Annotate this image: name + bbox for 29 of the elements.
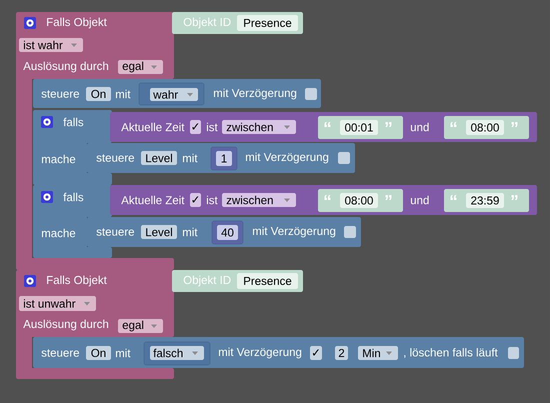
text-field: Presence: [237, 15, 298, 31]
node-label: mit: [182, 154, 198, 162]
checkbox-checked: ✓: [310, 346, 322, 360]
number-block: 40: [212, 220, 244, 244]
node-label: mit Verzögerung: [252, 226, 336, 238]
number-field: 2: [335, 346, 348, 360]
text-field: 23:59: [466, 193, 504, 208]
state-field: On: [86, 346, 111, 360]
checkbox-checked: ✓: [190, 120, 201, 134]
node-label: mit: [182, 228, 198, 236]
text-field: Presence: [237, 273, 298, 289]
value-dropdown: wahr: [138, 82, 204, 106]
dropdown-field: egal: [118, 60, 163, 74]
dropdown-field: zwischen: [222, 193, 296, 207]
text-field: 08:00: [340, 193, 378, 208]
state-field: Level: [141, 225, 177, 239]
dropdown-field: ist wahr: [19, 38, 83, 52]
node-label: mit Verzögerung: [246, 152, 328, 164]
state-field: On: [86, 87, 111, 101]
text-field: 00:01: [340, 120, 378, 135]
dropdown-field: zwischen: [222, 120, 296, 134]
value-dropdown: falsch: [144, 342, 210, 366]
dropdown-field: Min: [358, 346, 398, 360]
state-field: Level: [141, 151, 177, 165]
checkbox-checked: ✓: [190, 193, 201, 207]
text-field: 08:00: [466, 120, 504, 135]
number-block: 1: [210, 146, 238, 170]
dropdown-field: ist unwahr: [19, 296, 96, 311]
dropdown-field: egal: [118, 319, 163, 333]
